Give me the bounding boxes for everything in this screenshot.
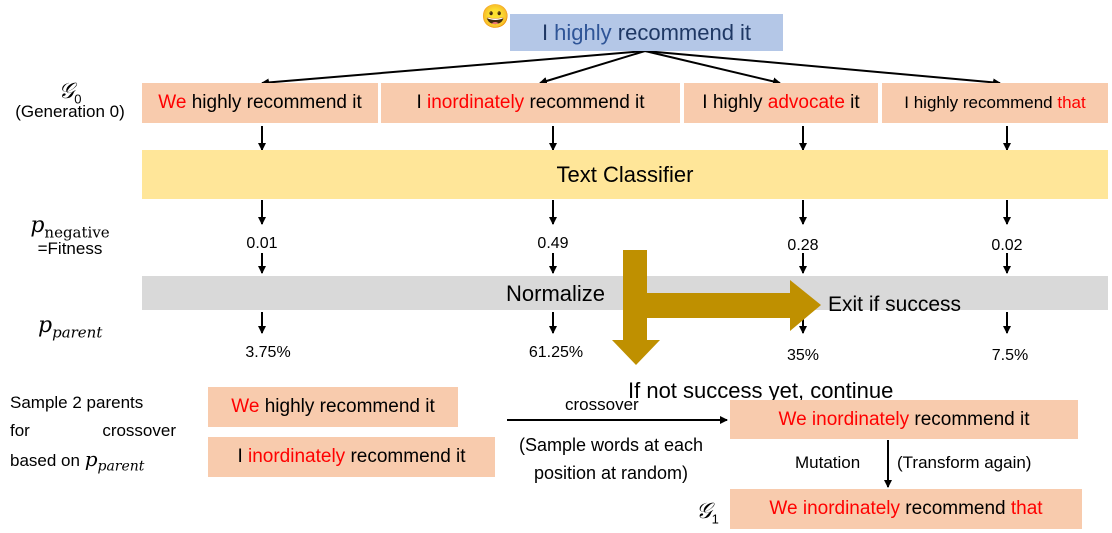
flow-arrow-icon: [644, 50, 1001, 87]
child-box: We inordinately recommend it: [730, 400, 1078, 439]
changed-word: inordinately: [427, 92, 525, 113]
sentence-text: recommend it: [611, 19, 752, 45]
candidate-box-2: I inordinately recommend it: [381, 83, 680, 123]
p-negative-label: pnegative =Fitness: [30, 213, 110, 259]
continue-label: If not success yet, continue: [628, 378, 894, 403]
g0-label: 𝒢0 (Generation 0): [15, 79, 125, 122]
exit-arrow-icon: [647, 280, 821, 331]
parent-prob-4: 7.5%: [991, 347, 1029, 364]
parent-box-1: We highly recommend it: [208, 387, 458, 427]
parent-box-2: I inordinately recommend it: [208, 437, 495, 477]
normalize-label: Normalize: [506, 281, 606, 306]
parent-prob-1: 3.75%: [245, 344, 291, 361]
mutation-note: (Transform again): [897, 453, 1032, 472]
mutation-label: Mutation: [795, 453, 861, 472]
sentence-text: I highly: [702, 92, 768, 113]
sentence-text: I highly recommend: [904, 93, 1058, 112]
flow-arrow-icon: [539, 50, 646, 85]
parent-prob-3: 35%: [786, 347, 820, 364]
p-parent-label: pparent: [38, 313, 103, 342]
source-sentence-box: I highly recommend it: [510, 14, 783, 51]
sentence-text: highly recommend it: [259, 396, 435, 417]
crossover-label: crossover: [565, 395, 639, 414]
g1-label: 𝒢1: [696, 499, 719, 527]
flow-arrow-icon: [261, 50, 646, 87]
changed-word: advocate: [767, 92, 845, 113]
parent-prob-2: 61.25%: [528, 344, 584, 361]
exit-if-success-label: Exit if success: [828, 293, 962, 316]
smiley-emoji-icon: 😀: [481, 3, 510, 29]
changed-word: We: [158, 92, 187, 113]
changed-word: that: [1057, 93, 1086, 112]
sentence-text: recommend it: [909, 408, 1030, 430]
candidate-box-4: I highly recommend that: [882, 83, 1108, 123]
candidate-box-1: We highly recommend it: [142, 83, 378, 123]
sentence-text: it: [844, 92, 860, 113]
mutated-child-box: We inordinately recommend that: [730, 489, 1082, 529]
changed-word: inordinately: [248, 446, 346, 467]
sentence-text: recommend it: [345, 446, 466, 467]
sentence-text: I: [541, 19, 555, 45]
sentence-text: recommend: [900, 498, 1011, 519]
changed-word: We inordinately: [769, 498, 901, 519]
changed-word: We inordinately: [778, 408, 910, 430]
sentence-text: highly recommend it: [186, 92, 362, 113]
crossover-note: (Sample words at each position at random…: [518, 435, 704, 483]
flow-arrow-icon: [644, 50, 781, 86]
fitness-value-1: 0.01: [246, 235, 278, 252]
fitness-value-4: 0.02: [991, 237, 1023, 254]
fitness-value-3: 0.28: [787, 237, 819, 254]
text-classifier-bar: Text Classifier: [142, 150, 1108, 199]
changed-word: We: [231, 396, 260, 417]
fitness-value-2: 0.49: [537, 235, 569, 252]
changed-word: highly: [554, 19, 612, 45]
changed-word: that: [1010, 498, 1043, 519]
candidate-box-3: I highly advocate it: [684, 83, 878, 123]
continue-arrow-icon: [612, 250, 660, 365]
sentence-text: I: [416, 92, 427, 113]
sentence-text: recommend it: [524, 92, 645, 113]
sentence-text: I: [237, 446, 248, 467]
